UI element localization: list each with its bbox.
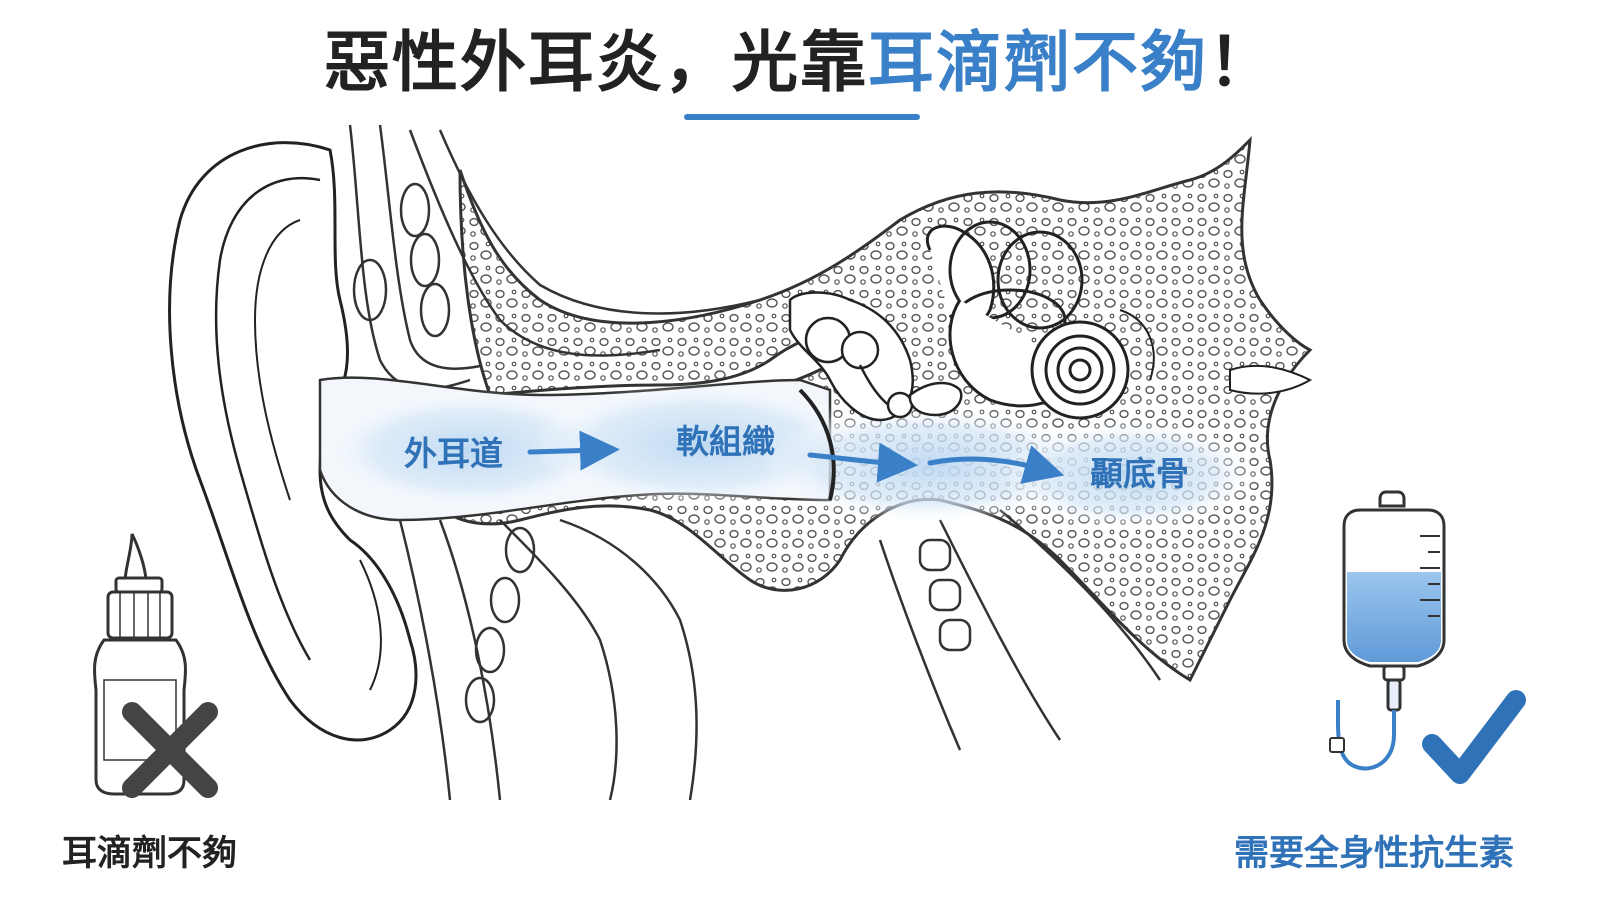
title-part-4: ！ [1208, 24, 1276, 101]
title-underline [684, 114, 920, 120]
spread-arrows [527, 430, 1065, 484]
infection-spread [320, 383, 1260, 530]
label-ear-canal: 外耳道 [404, 434, 503, 473]
page-title: 惡性外耳炎，光靠耳滴劑不夠！ [0, 18, 1600, 108]
label-temporal-bone: 顳底骨 [1090, 454, 1189, 493]
caption-ear-drops-insufficient: 耳滴劑不夠 [62, 834, 238, 874]
tissue-layers-upper [348, 124, 761, 391]
iv-bag-icon [1329, 490, 1446, 771]
arrow-canal-to-tissue [527, 430, 620, 471]
check-mark-icon [1422, 690, 1526, 784]
cross-mark-icon [122, 702, 218, 798]
title-part-2: 光靠 [732, 24, 868, 101]
caption-systemic-antibiotics: 需要全身性抗生素 [1234, 834, 1515, 874]
arrow-tissue-to-bone-2 [927, 445, 1065, 484]
title-part-3: 耳滴劑不夠 [868, 24, 1208, 101]
label-soft-tissue: 軟組織 [676, 422, 775, 461]
tissue-layers-lower [398, 509, 1162, 801]
inner-ear [925, 220, 1313, 420]
title-part-1: 惡性外耳炎， [324, 24, 732, 101]
arrow-tissue-to-bone-1 [807, 442, 918, 483]
middle-ear [788, 291, 963, 501]
